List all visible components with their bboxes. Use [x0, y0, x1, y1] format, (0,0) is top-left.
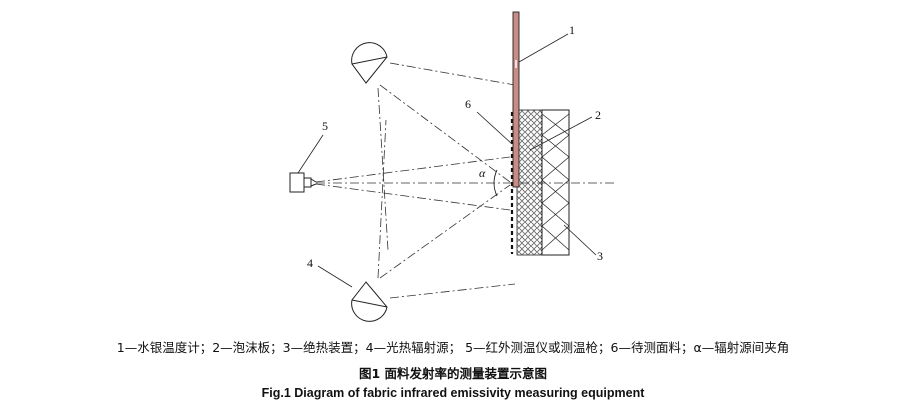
ray-top-upper: [389, 62, 516, 86]
figure-title-chinese: 图1 面料发射率的测量装置示意图: [358, 366, 548, 381]
label-3: 3: [597, 249, 603, 263]
figure-title-english: Fig.1 Diagram of fabric infrared emissiv…: [261, 386, 645, 400]
foam-board: [516, 109, 543, 256]
ray-bottom-center: [379, 184, 511, 279]
radiation-source-bottom: [351, 281, 388, 322]
alpha-angle-arc: [493, 169, 498, 197]
label-2: 2: [595, 108, 601, 122]
ray-top-lower: [377, 87, 389, 251]
alpha-label: α: [479, 166, 486, 180]
mercury-thermometer: [512, 11, 520, 188]
ray-gun-lower: [315, 183, 511, 211]
radiation-source-top: [351, 42, 388, 84]
figure-legend: 1—水银温度计；2—泡沫板；3—绝热装置；4—光热辐射源； 5—红外测温仪或测温…: [116, 340, 790, 355]
label-6: 6: [465, 97, 471, 111]
leader-lines: [297, 33, 597, 288]
ray-bottom-lower: [389, 283, 516, 299]
ray-top-center: [379, 84, 511, 183]
infrared-thermometer-gun: [289, 172, 317, 193]
insulation-device: [541, 109, 570, 256]
ray-gun-upper: [315, 156, 511, 183]
ray-bottom-upper: [377, 119, 387, 279]
label-4: 4: [307, 256, 313, 270]
label-1: 1: [569, 23, 575, 37]
radiation-rays: [315, 62, 615, 299]
label-5: 5: [322, 119, 328, 133]
measurement-setup-diagram: α 1 2 3 4 5 6: [289, 11, 615, 322]
